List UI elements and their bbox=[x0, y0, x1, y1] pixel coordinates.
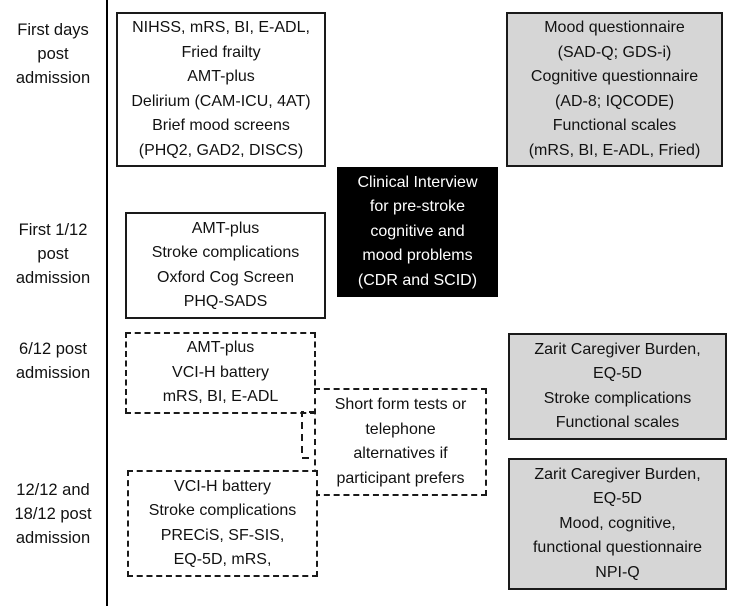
box-line: (CDR and SCID) bbox=[357, 271, 478, 289]
box-line: Short form tests or bbox=[334, 396, 467, 413]
box-line: EQ-5D, mRS, bbox=[173, 551, 272, 568]
box-line: Functional scales bbox=[552, 117, 677, 134]
box-line: Stroke complications bbox=[148, 502, 297, 519]
box-line: mood problems bbox=[362, 247, 473, 265]
box-line: Delirium (CAM-ICU, 4AT) bbox=[131, 92, 311, 110]
box-line: alternatives if bbox=[353, 445, 448, 462]
early-assessments-box: NIHSS, mRS, BI, E-ADL, Fried frailty AMT… bbox=[116, 12, 326, 167]
timepoint-line: post bbox=[37, 45, 69, 63]
box-line: NPI-Q bbox=[595, 563, 640, 581]
box-line: Zarit Caregiver Burden, bbox=[534, 340, 701, 358]
timepoint-first-month: First 1/12 post admission bbox=[4, 218, 102, 290]
box-line: mRS, BI, E-ADL bbox=[162, 388, 279, 406]
box-line: Fried frailty bbox=[181, 43, 261, 61]
timepoint-line: post bbox=[37, 245, 69, 263]
box-line: participant prefers bbox=[336, 469, 465, 487]
timepoint-line: First 1/12 bbox=[18, 221, 88, 239]
box-line: EQ-5D bbox=[593, 490, 642, 508]
informant-questionnaires-box: Mood questionnaire (SAD-Q; GDS-i) Cognit… bbox=[506, 12, 723, 167]
timepoint-line: 6/12 post bbox=[19, 340, 87, 358]
box-line: Functional scales bbox=[555, 414, 680, 431]
timepoint-line: 12/12 and bbox=[16, 481, 90, 499]
timepoint-line: admission bbox=[15, 364, 91, 382]
box-line: PHQ-SADS bbox=[183, 293, 268, 310]
box-line: Stroke complications bbox=[543, 389, 692, 407]
box-line: (SAD-Q; GDS-i) bbox=[557, 43, 672, 61]
box-line: telephone bbox=[365, 420, 436, 438]
timepoint-line: First days bbox=[17, 21, 89, 39]
box-line: VCI-H battery bbox=[174, 477, 271, 495]
short-form-note-box: Short form tests or telephone alternativ… bbox=[314, 388, 487, 496]
box-line: NIHSS, mRS, BI, E-ADL, bbox=[132, 19, 310, 36]
box-line: AMT-plus bbox=[186, 339, 255, 357]
six-month-assessments-box: AMT-plus VCI-H battery mRS, BI, E-ADL bbox=[125, 332, 316, 414]
box-line: Brief mood screens bbox=[152, 117, 290, 134]
box-line: EQ-5D bbox=[593, 365, 642, 382]
timepoint-line: admission bbox=[15, 269, 91, 287]
box-line: functional questionnaire bbox=[532, 539, 702, 557]
box-line: Mood questionnaire bbox=[544, 19, 685, 36]
timeline-axis bbox=[106, 0, 108, 606]
box-line: AMT-plus bbox=[191, 219, 260, 237]
six-month-carer-box: Zarit Caregiver Burden, EQ-5D Stroke com… bbox=[508, 333, 727, 440]
timepoint-six-months: 6/12 post admission bbox=[4, 337, 102, 385]
box-line: Zarit Caregiver Burden, bbox=[534, 465, 701, 483]
box-line: Mood, cognitive, bbox=[559, 514, 676, 532]
box-line: Cognitive questionnaire bbox=[530, 68, 699, 85]
box-line: Stroke complications bbox=[151, 244, 300, 261]
one-month-assessments-box: AMT-plus Stroke complications Oxford Cog… bbox=[125, 212, 326, 319]
timepoint-line: admission bbox=[15, 69, 91, 87]
box-line: VCI-H battery bbox=[172, 363, 269, 381]
twelve-month-assessments-box: VCI-H battery Stroke complications PRECi… bbox=[127, 470, 318, 577]
box-line: (PHQ2, GAD2, DISCS) bbox=[138, 141, 304, 159]
box-line: cognitive and bbox=[370, 222, 465, 240]
timepoint-line: admission bbox=[15, 529, 91, 547]
box-line: PRECiS, SF-SIS, bbox=[160, 526, 285, 544]
timepoint-first-days: First days post admission bbox=[4, 18, 102, 90]
timepoint-line: 18/12 post bbox=[14, 505, 92, 523]
twelve-month-carer-box: Zarit Caregiver Burden, EQ-5D Mood, cogn… bbox=[508, 458, 727, 590]
box-line: (AD-8; IQCODE) bbox=[554, 92, 675, 110]
box-line: Oxford Cog Screen bbox=[157, 268, 294, 286]
timepoint-twelve-eighteen-months: 12/12 and 18/12 post admission bbox=[4, 478, 102, 550]
box-line: Clinical Interview bbox=[357, 173, 478, 191]
clinical-interview-box: Clinical Interview for pre-stroke cognit… bbox=[337, 167, 498, 297]
box-line: (mRS, BI, E-ADL, Fried) bbox=[528, 141, 701, 159]
box-line: for pre-stroke bbox=[369, 198, 466, 216]
box-line: AMT-plus bbox=[187, 68, 255, 85]
